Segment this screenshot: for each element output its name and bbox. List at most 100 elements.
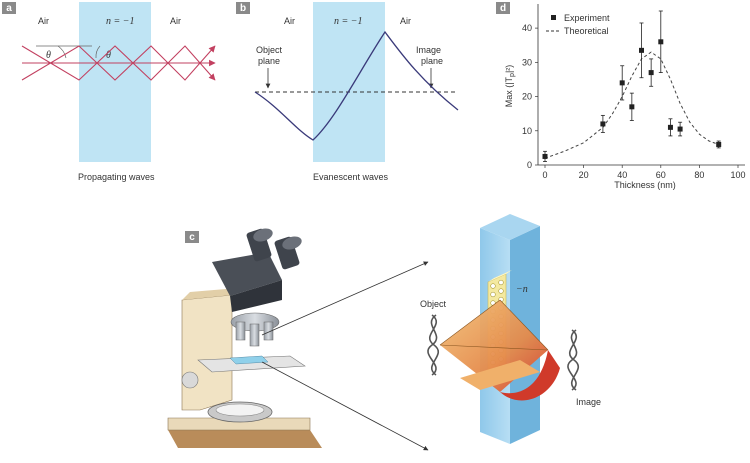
- x-tick-label: 20: [579, 170, 589, 180]
- panel-d-letter: d: [500, 3, 506, 14]
- rays-a: [21, 45, 216, 81]
- focus-knob: [181, 371, 199, 389]
- chart-y-label-main: Max (|T: [504, 76, 514, 107]
- objective-lens-3: [263, 321, 274, 341]
- experiment-point: [542, 153, 548, 159]
- yellow-column-top: [488, 270, 512, 282]
- experiment-point: [600, 121, 606, 127]
- y-tick-label: 0: [527, 160, 532, 170]
- image-label: Image: [576, 397, 601, 407]
- chart-experiment-series: [542, 10, 722, 162]
- chart-theoretical-series: [544, 51, 719, 159]
- panel-d-letter-bg: [496, 2, 510, 14]
- angle-arc-left: [57, 45, 67, 59]
- chart-x-label: Thickness (nm): [614, 180, 676, 190]
- specimen-slide: [229, 355, 269, 365]
- dna-object: [427, 314, 440, 376]
- experiment-point: [648, 70, 654, 76]
- caption-a: Propagating waves: [78, 172, 155, 182]
- microscope-arm: [181, 294, 233, 411]
- experiment-point: [667, 124, 673, 130]
- x-tick-label: 0: [542, 170, 547, 180]
- lens-dot: [498, 288, 504, 294]
- illuminator-lens: [215, 403, 265, 417]
- y-tick-label: 30: [522, 57, 532, 67]
- panel-b: b Air n = −1 Air Object plane Image plan…: [236, 2, 459, 182]
- image-plane-label-line2: plane: [421, 56, 443, 66]
- slab-label-b: n = −1: [334, 16, 363, 27]
- microscope-head: [212, 252, 282, 296]
- y-tick-label: 20: [522, 92, 532, 102]
- zoom-line-upper: [261, 261, 429, 336]
- x-tick-label: 60: [656, 170, 666, 180]
- panel-a: a Air n = −1 Air θ θ Propagating waves: [2, 2, 216, 182]
- microscope-head-side: [230, 280, 282, 312]
- panel-a-letter-bg: [2, 2, 16, 14]
- experiment-point: [658, 39, 664, 45]
- evanescent-curve: [254, 30, 459, 141]
- x-tick-label: 100: [730, 170, 745, 180]
- right-medium-label-b: Air: [400, 16, 411, 26]
- dna-image: [567, 329, 580, 391]
- x-tick-label: 40: [617, 170, 627, 180]
- chart-y-label: Max (|Tp|²): [504, 65, 516, 108]
- object-plane-label-line1: Object: [256, 45, 283, 55]
- lens-dot: [490, 291, 496, 298]
- legend-marker-experiment: [551, 15, 556, 20]
- lens-dot: [490, 283, 496, 289]
- legend-label-theoretical: Theoretical: [564, 26, 609, 36]
- lens-slab-top: [480, 214, 540, 240]
- panel-c: c: [167, 214, 601, 451]
- eyepiece-left-top: [253, 228, 273, 242]
- objective-lens-1: [235, 321, 246, 341]
- left-medium-label-b: Air: [284, 16, 295, 26]
- focus-lobe: [500, 350, 560, 401]
- angle-symbol-left: θ: [46, 50, 51, 61]
- microscope-arm-top: [182, 288, 238, 300]
- y-tick-label: 40: [522, 23, 532, 33]
- negative-index-slab-b: [313, 2, 385, 162]
- microscope-illustration: [167, 228, 322, 448]
- image-plane-label-line1: Image: [416, 45, 441, 55]
- floor-block: [460, 360, 540, 390]
- panel-b-letter-bg: [236, 2, 250, 14]
- object-label: Object: [420, 299, 447, 309]
- eyepiece-right-top: [282, 236, 302, 250]
- legend-label-experiment: Experiment: [564, 13, 610, 23]
- negative-index-slab-a: [79, 2, 151, 162]
- experiment-point: [677, 126, 683, 132]
- objective-lens-2: [249, 323, 260, 347]
- object-plane-label-line2: plane: [258, 56, 280, 66]
- slab-label-c: −n: [516, 284, 528, 295]
- x-tick-label: 80: [694, 170, 704, 180]
- panel-a-letter: a: [6, 3, 12, 14]
- right-medium-label-a: Air: [170, 16, 181, 26]
- superlens-scene: −n Object Image: [420, 214, 601, 444]
- panel-c-letter-bg: [185, 231, 199, 243]
- cone-edge-3: [499, 299, 549, 351]
- experiment-point: [639, 47, 644, 53]
- zoom-line-lower: [261, 361, 429, 451]
- panel-c-letter: c: [189, 232, 195, 243]
- theoretical-curve: [544, 51, 719, 159]
- experiment-point: [629, 104, 635, 110]
- angle-arc-right: [95, 45, 101, 59]
- chart-legend: Experiment Theoretical: [546, 13, 610, 36]
- left-medium-label-a: Air: [38, 16, 49, 26]
- experiment-point: [619, 80, 625, 86]
- lens-dot: [498, 279, 504, 286]
- panel-d: d 0 20 40 60 80 100 0 10 20 30 40 Thickness (nm) M…: [496, 2, 746, 190]
- caption-b: Evanescent waves: [313, 172, 389, 182]
- cone-edge-2: [439, 344, 549, 351]
- angle-symbol-right: θ: [106, 50, 111, 61]
- panel-b-letter: b: [240, 3, 246, 14]
- slab-label-a: n = −1: [106, 16, 135, 27]
- chart-ticks: 0 20 40 60 80 100 0 10 20 30 40: [522, 23, 746, 180]
- microscope-base-side: [168, 430, 322, 448]
- chart-y-label-sub: p: [509, 73, 516, 77]
- cone-edge-1: [439, 299, 501, 346]
- y-tick-label: 10: [522, 126, 532, 136]
- experiment-point: [716, 141, 722, 147]
- chart-y-label-end: |²): [504, 65, 514, 73]
